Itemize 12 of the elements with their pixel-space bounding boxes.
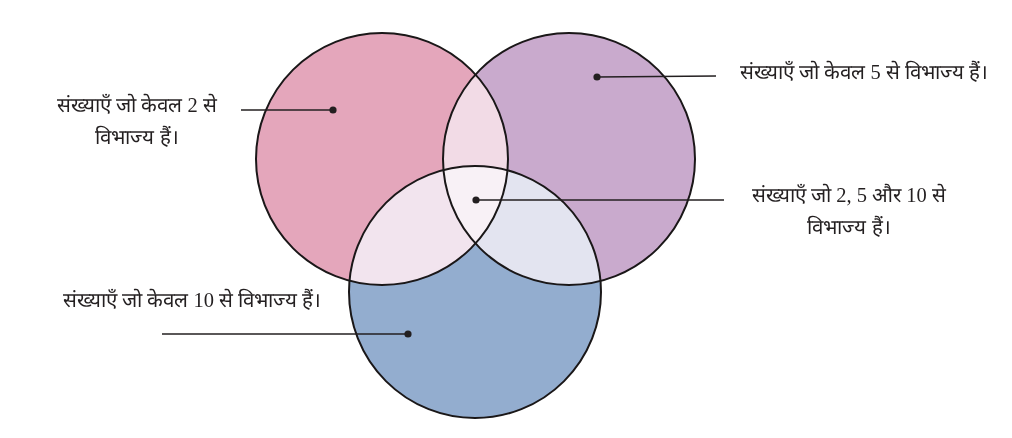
- leader-line: [593, 73, 717, 81]
- region-label: संख्याएँ जो केवल 10 से विभाज्य हैं।: [63, 284, 322, 334]
- region-label: संख्याएँ जो केवल 5 से विभाज्य हैं।: [716, 56, 988, 88]
- venn-circle: [442, 32, 696, 286]
- leader-line: [240, 106, 337, 114]
- region-label: संख्याएँ जो केवल 2 से विभाज्य हैं।: [44, 89, 241, 153]
- leader-line: [472, 196, 725, 204]
- venn-circle: [348, 165, 602, 419]
- venn-circle: [255, 32, 509, 286]
- overlap-region: [443, 166, 508, 244]
- region-label: संख्याएँ जो 2, 5 और 10 से विभाज्य हैं।: [724, 179, 958, 243]
- leader-line: [161, 330, 412, 338]
